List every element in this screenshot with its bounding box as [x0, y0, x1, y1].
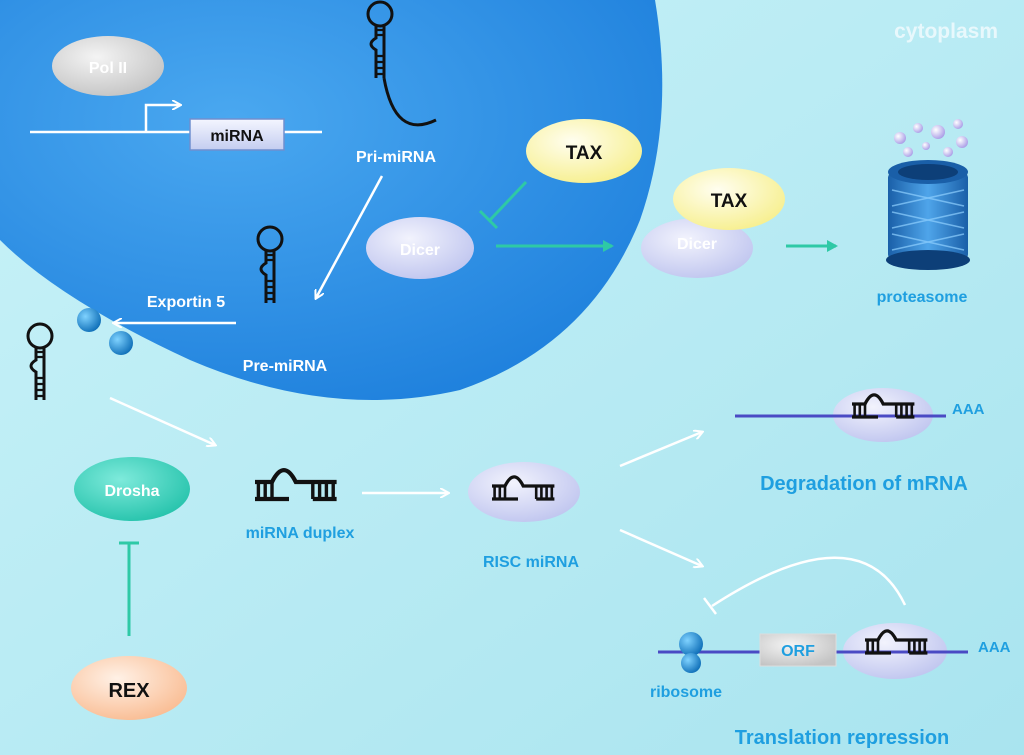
duplex-label: miRNA duplex: [246, 525, 355, 542]
tax-complex-label: TAX: [711, 191, 748, 212]
dicer-label: Dicer: [400, 242, 440, 259]
ribosome-label: ribosome: [650, 684, 722, 701]
pol2-oval: [52, 36, 164, 96]
to-duplex-arrow: [109, 396, 215, 445]
nucleus: [0, 0, 663, 400]
repression-feedback-curve: [711, 556, 907, 608]
nuclear-pore-ball-2: [109, 331, 133, 355]
orf-box: [759, 633, 837, 667]
pol2-label: Pol II: [89, 60, 127, 77]
dicer-complex-oval: [641, 218, 753, 278]
mirna-gene-label: miRNA: [210, 128, 264, 145]
polya-bottom-label: AAA: [978, 639, 1011, 656]
dicer-complex-label: Dicer: [677, 236, 717, 253]
orf-label: ORF: [781, 643, 815, 660]
pri-to-pre-arrow: [316, 175, 384, 298]
risc-label: RISC miRNA: [483, 554, 579, 571]
proteasome-icon: [886, 119, 970, 270]
proteasome-label: proteasome: [877, 289, 968, 306]
nuclear-pore-ball-1: [77, 308, 101, 332]
pri-mirna-structure: [366, 0, 437, 127]
pre-mirna-label: Pre-miRNA: [243, 358, 328, 375]
ribosome-large-subunit: [679, 632, 703, 656]
tax-inhibits-dicer-line: [488, 180, 528, 222]
drosha-label: Drosha: [104, 483, 159, 500]
polya-top-label: AAA: [952, 401, 985, 418]
dicer-oval: [366, 217, 474, 279]
cytoplasm-label: cytoplasm: [894, 20, 998, 43]
rex-label: REX: [108, 680, 150, 702]
repression-feedback-bar: [703, 597, 717, 615]
tax-label: TAX: [566, 143, 603, 164]
rex-oval: [71, 656, 187, 720]
ribosome-small-subunit: [681, 653, 701, 673]
drosha-oval: [74, 457, 190, 521]
tax-inhibits-dicer-bar: [478, 209, 499, 230]
risc-to-degradation-arrow: [619, 432, 702, 468]
tax-oval: [526, 119, 642, 183]
repression-label: Translation repression: [735, 727, 950, 749]
pri-mirna-label: Pri-miRNA: [356, 149, 436, 166]
degradation-label: Degradation of mRNA: [760, 473, 968, 495]
tax-complex-oval: [673, 168, 785, 230]
exportin-label: Exportin 5: [147, 294, 225, 311]
risc-oval: [468, 462, 580, 522]
transcription-start-arrow: [144, 105, 180, 132]
mirna-gene-box: [189, 118, 285, 151]
risc-to-repression-arrow: [619, 528, 702, 566]
